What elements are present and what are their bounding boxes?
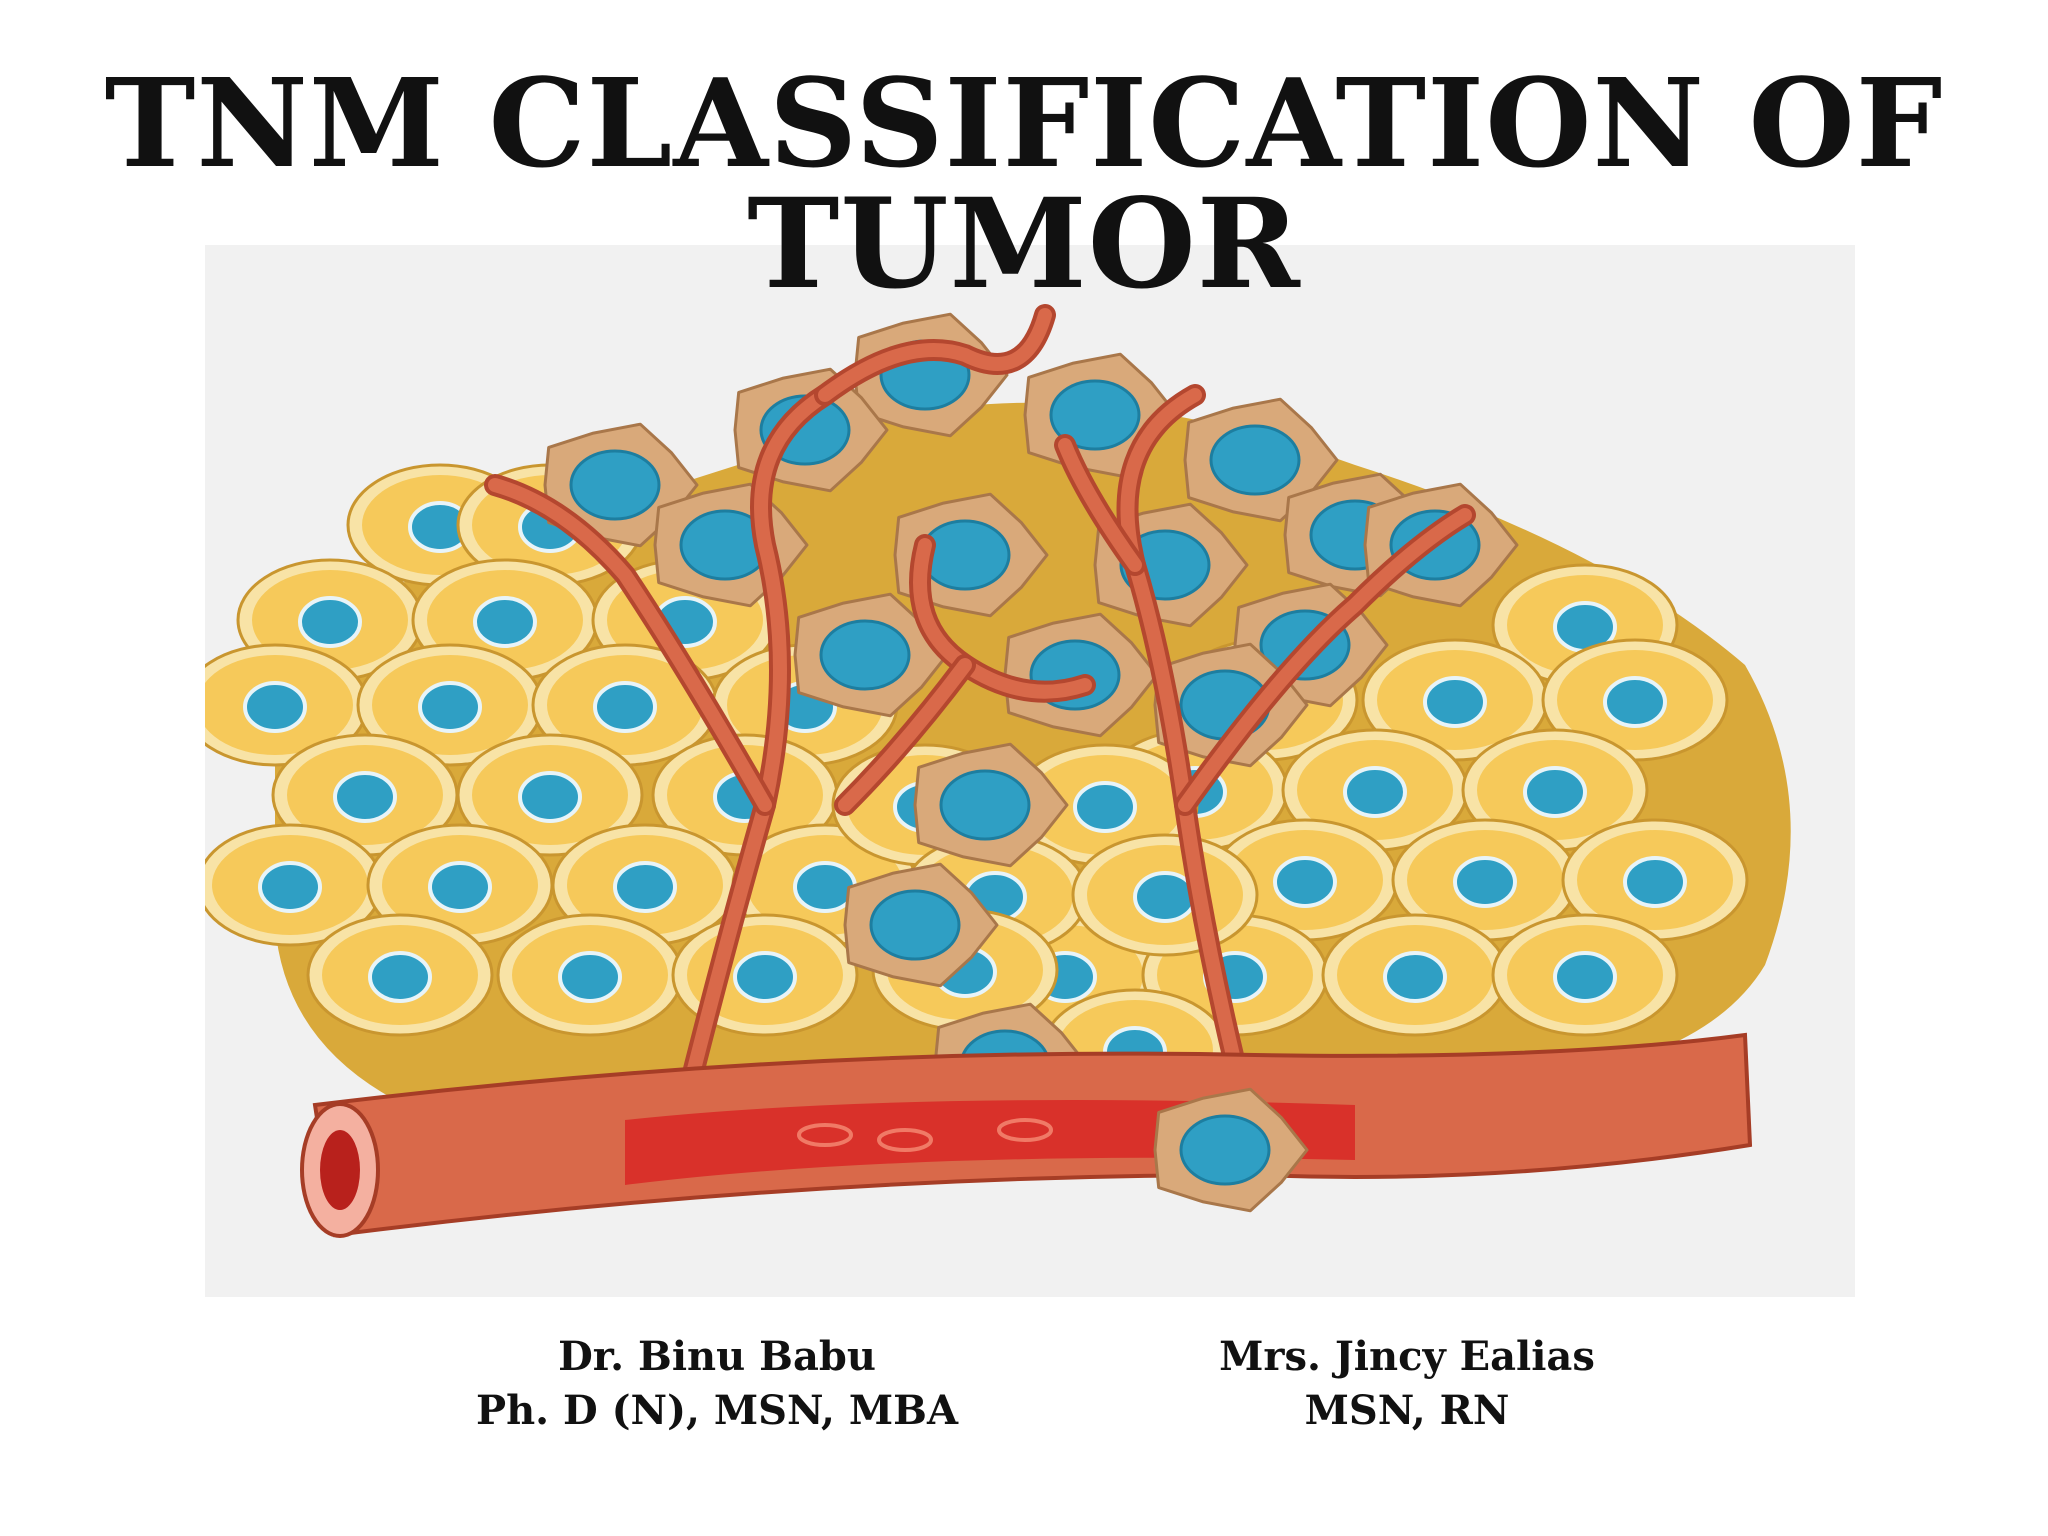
- nucleus: [593, 681, 657, 733]
- tumor-nucleus: [819, 619, 911, 691]
- slide-title: TNM CLASSIFICATION OF TUMOR: [0, 51, 2048, 317]
- author-2-name: Mrs. Jincy Ealias: [1219, 1333, 1595, 1380]
- tumor-nucleus: [939, 769, 1031, 841]
- nucleus: [1603, 676, 1667, 728]
- author-2: Mrs. Jincy Ealias MSN, RN: [1057, 1330, 1757, 1438]
- nucleus: [733, 951, 797, 1003]
- tumor-cells-illustration: [205, 304, 1791, 1238]
- blood-vessel: [678, 388, 832, 1112]
- nucleus: [1553, 951, 1617, 1003]
- nucleus: [558, 951, 622, 1003]
- blood-vessel: [1120, 388, 1252, 1112]
- author-1-credentials: Ph. D (N), MSN, MBA: [475, 1387, 959, 1434]
- tumor-nucleus: [1179, 1114, 1271, 1186]
- nucleus: [1273, 856, 1337, 908]
- tumor-nucleus: [869, 889, 961, 961]
- nucleus: [1383, 951, 1447, 1003]
- tumor-nucleus: [919, 519, 1011, 591]
- nucleus: [243, 681, 307, 733]
- nucleus: [613, 861, 677, 913]
- vessel-opening-inner: [320, 1130, 360, 1210]
- nucleus: [333, 771, 397, 823]
- tumor-illustration: [205, 245, 1855, 1297]
- blood-vessel: [1058, 438, 1142, 572]
- nucleus: [418, 681, 482, 733]
- author-1: Dr. Binu Babu Ph. D (N), MSN, MBA: [367, 1330, 1067, 1438]
- nucleus: [1343, 766, 1407, 818]
- red-blood-cell: [877, 1128, 933, 1152]
- nucleus: [298, 596, 362, 648]
- blood-vessel: [1178, 508, 1472, 812]
- nucleus: [258, 861, 322, 913]
- nucleus: [368, 951, 432, 1003]
- nucleus: [1073, 781, 1137, 833]
- red-blood-cell: [997, 1118, 1053, 1142]
- nucleus: [1523, 766, 1587, 818]
- title-line-2: TUMOR: [747, 172, 1301, 317]
- author-1-name: Dr. Binu Babu: [558, 1333, 876, 1380]
- tumor-nucleus: [1049, 379, 1141, 451]
- blood-vessel: [818, 308, 1052, 402]
- nucleus: [1423, 676, 1487, 728]
- tumor-nucleus: [569, 449, 661, 521]
- nucleus: [518, 771, 582, 823]
- nucleus: [1453, 856, 1517, 908]
- blood-vessel: [838, 658, 972, 812]
- author-2-credentials: MSN, RN: [1304, 1387, 1510, 1434]
- red-blood-cell: [797, 1123, 853, 1147]
- nucleus: [1623, 856, 1687, 908]
- nucleus: [473, 596, 537, 648]
- nucleus: [428, 861, 492, 913]
- blood-vessel: [488, 478, 772, 812]
- tumor-nucleus: [1209, 424, 1301, 496]
- title-line-1: TNM CLASSIFICATION OF: [104, 51, 1944, 195]
